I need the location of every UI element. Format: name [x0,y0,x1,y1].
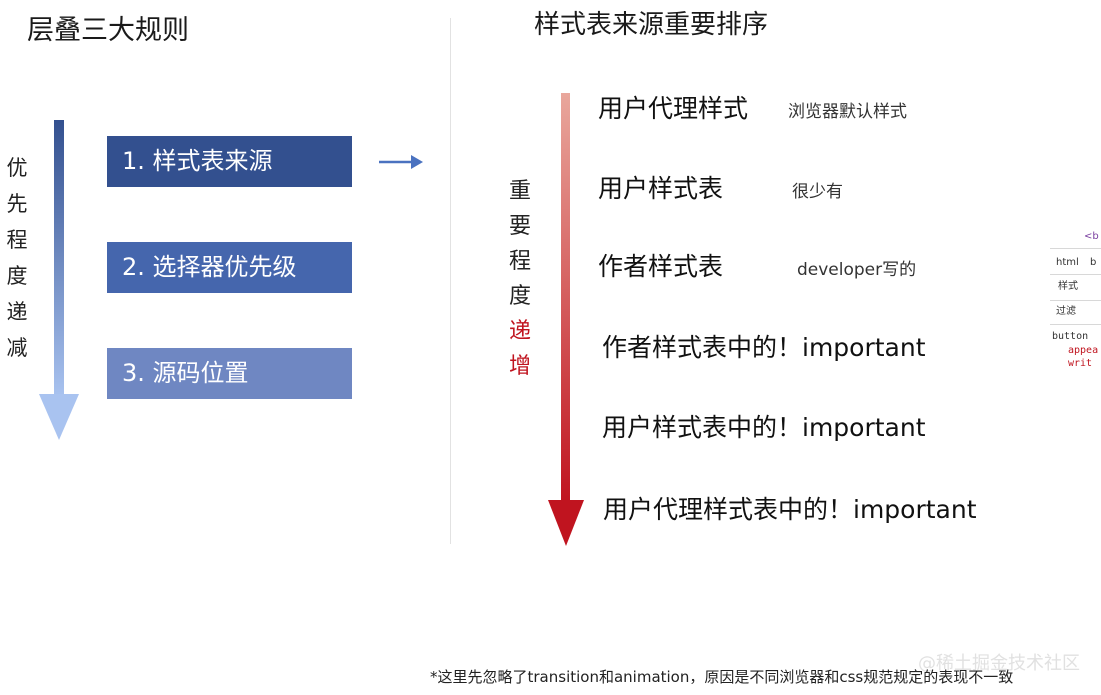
origin-user: 用户样式表 [598,174,724,203]
origin-author-important: 作者样式表中的！important [602,333,926,362]
origin-user-agent-note: 浏览器默认样式 [788,102,907,122]
left-title: 层叠三大规则 [27,15,189,46]
rule-box-source-order: 3. 源码位置 [107,348,352,399]
devtools-property: writ [1068,358,1093,369]
left-vertical-label: 优先程度递减 [6,156,28,360]
origin-user-important: 用户样式表中的！important [602,413,926,442]
watermark: @稀土掘金技术社区 [918,653,1080,674]
devtools-property: appea [1068,345,1099,356]
origin-author-note: developer写的 [797,260,917,280]
arrow-right-icon [379,155,423,169]
section-divider [450,18,451,544]
devtools-divider [1050,324,1101,325]
devtools-styles-tab[interactable]: 样式 [1058,281,1078,292]
vertical-label-highlight: 递增 [508,319,531,379]
devtools-divider [1050,300,1101,301]
devtools-filter-input[interactable]: 过滤 [1056,306,1076,317]
origin-user-note: 很少有 [792,182,843,202]
devtools-divider [1050,248,1101,249]
footnote: *这里先忽略了transition和animation，原因是不同浏览器和css… [430,668,1014,686]
rule-box-origin: 1. 样式表来源 [107,136,352,187]
origin-user-agent-important: 用户代理样式表中的！important [603,495,977,524]
devtools-element-tag: <b [1084,231,1099,242]
devtools-divider [1050,274,1101,275]
rule-box-specificity: 2. 选择器优先级 [107,242,352,293]
devtools-tab-body[interactable]: b [1090,257,1097,268]
devtools-fragment: <b html b 样式 过滤 button appea writ [1050,226,1101,376]
decreasing-priority-arrow [39,120,79,440]
vertical-label-normal: 重要程度 [508,179,531,309]
right-vertical-label: 重要程度 递增 [504,174,536,384]
devtools-tab-html[interactable]: html [1056,257,1079,268]
right-title: 样式表来源重要排序 [534,10,769,40]
devtools-selector: button [1052,331,1089,342]
increasing-importance-arrow [548,93,584,546]
origin-user-agent: 用户代理样式 [598,94,749,123]
origin-author: 作者样式表 [598,252,724,281]
